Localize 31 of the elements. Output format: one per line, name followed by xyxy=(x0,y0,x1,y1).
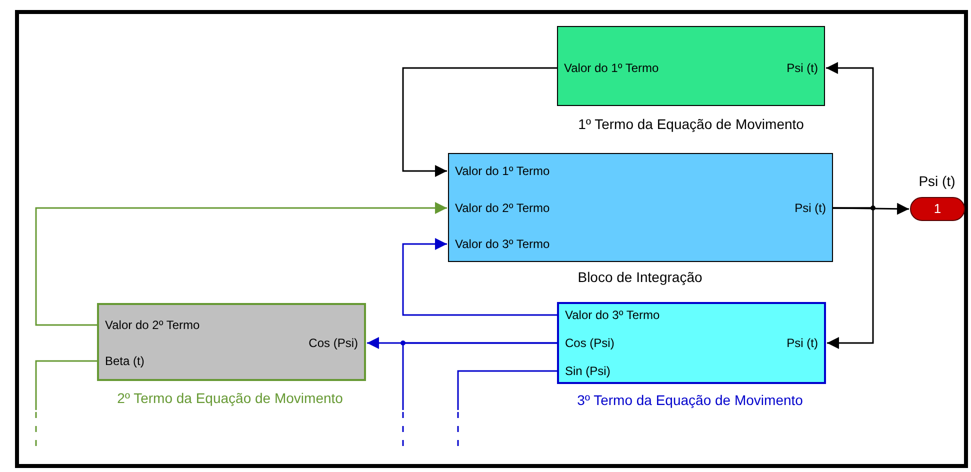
signal-line xyxy=(457,370,557,410)
subsystem-block xyxy=(557,302,826,384)
signal-line xyxy=(402,342,557,410)
port-label: Valor do 3º Termo xyxy=(565,307,660,323)
signal-line xyxy=(827,207,874,349)
signal-line xyxy=(35,360,97,410)
block-caption: 3º Termo da Equação de Movimento xyxy=(577,391,803,409)
block-caption: Psi (t) xyxy=(918,172,956,190)
port-label: Cos (Psi) xyxy=(565,335,614,351)
port-label: Valor do 2º Termo xyxy=(105,317,200,333)
signal-line xyxy=(35,202,447,326)
subsystem-block xyxy=(97,303,366,381)
signal-line xyxy=(402,238,557,316)
block-caption: Bloco de Integração xyxy=(578,268,702,286)
port-label: Psi (t) xyxy=(794,200,826,216)
port-label: 1 xyxy=(934,201,942,217)
port-label: Cos (Psi) xyxy=(308,335,358,351)
port-label: Valor do 2º Termo xyxy=(455,200,550,216)
subsystem-block xyxy=(557,26,825,106)
block-caption: 2º Termo da Equação de Movimento xyxy=(117,389,343,407)
port-label: Sin (Psi) xyxy=(565,363,610,379)
subsystem-block xyxy=(448,153,833,262)
port-label: Psi (t) xyxy=(786,335,818,351)
port-label: Valor do 1º Termo xyxy=(455,163,550,179)
port-label: Valor do 1º Termo xyxy=(564,60,659,76)
port-label: Beta (t) xyxy=(105,353,144,369)
block-caption: 1º Termo da Equação de Movimento xyxy=(578,115,804,133)
signal-line xyxy=(402,67,557,177)
output-port xyxy=(910,197,965,221)
port-label: Psi (t) xyxy=(786,60,818,76)
port-label: Valor do 3º Termo xyxy=(455,236,550,252)
